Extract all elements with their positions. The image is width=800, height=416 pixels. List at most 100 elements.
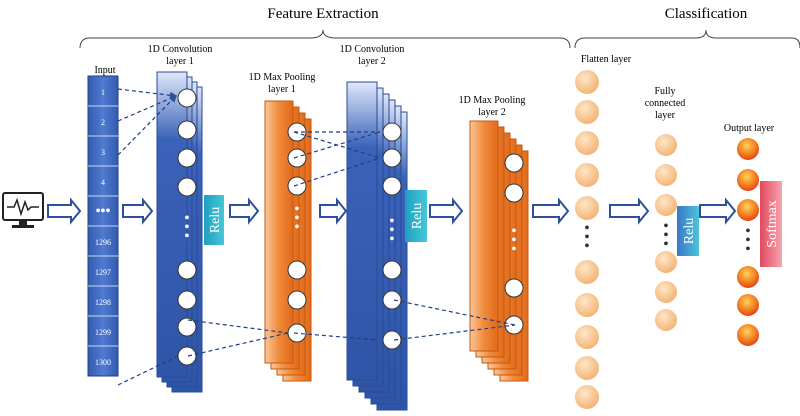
relu1-label: Relu [208, 207, 223, 233]
input-cell: 1300 [95, 358, 111, 367]
output-column: ••• [737, 138, 759, 346]
relu3-label: Relu [682, 218, 697, 244]
flatten-neuron [575, 196, 599, 220]
conv1-label-line2: layer 1 [166, 56, 194, 67]
input-cell: 3 [101, 148, 105, 157]
fc-neuron [655, 251, 677, 273]
pool2-ellipsis: • [512, 224, 517, 239]
flatten-neuron [575, 163, 599, 187]
flatten-neuron [575, 131, 599, 155]
pool2-neuron [504, 153, 524, 173]
conv1-ellipsis: • [185, 229, 190, 244]
softmax-label: Softmax [765, 200, 780, 247]
input-cell: 1299 [95, 328, 111, 337]
pool1-ellipsis: • [295, 220, 300, 235]
conv2-ellipsis: • [390, 232, 395, 247]
conv1-neuron [177, 148, 197, 168]
pool1-label-line1: 1D Max Pooling [249, 72, 316, 83]
output-neuron [737, 169, 759, 191]
input-cell: 1297 [95, 268, 111, 277]
input-cell: 1 [101, 88, 105, 97]
conv1-neuron [177, 346, 197, 366]
input-cell: ••• [96, 204, 111, 219]
conv1-ellipsis: • [185, 220, 190, 235]
connection-line [117, 88, 178, 99]
relu3-box: Relu [677, 206, 699, 256]
pool1-ellipsis: • [295, 211, 300, 226]
connection-line [393, 324, 516, 341]
flatten-label: Flatten layer [581, 54, 632, 65]
pool1-neuron [287, 176, 307, 196]
flatten-column: ••• [575, 70, 599, 409]
fc-neuron [655, 309, 677, 331]
flatten-neuron [575, 70, 599, 94]
classification-title: Classification [665, 6, 748, 22]
conv2-sheet [346, 81, 378, 381]
connection-line [187, 319, 289, 334]
flatten-neuron [575, 385, 599, 409]
flatten-neuron [575, 100, 599, 124]
fc-neuron [655, 194, 677, 216]
feature-extraction-title: Feature Extraction [267, 6, 379, 22]
flatten-neuron [575, 356, 599, 380]
flow-arrow [122, 197, 154, 225]
flow-arrow [429, 197, 464, 225]
pool1-ellipsis: • [295, 202, 300, 217]
fc-neuron [655, 134, 677, 156]
pool2-neuron [504, 183, 524, 203]
conv1-neuron [177, 88, 197, 108]
conv2-neuron [382, 176, 402, 196]
pool1-neuron [287, 260, 307, 280]
fc-column: ••• [655, 134, 677, 331]
input-label: Input [94, 65, 115, 76]
input-column: 1 2 3 4 ••• 1296 1297 1298 1299 1300 [87, 75, 119, 377]
flatten-ellipsis: • [585, 230, 590, 245]
pool1-sheet [264, 100, 294, 364]
flow-arrow [699, 197, 737, 225]
fc-ellipsis: • [664, 228, 669, 243]
conv2-ellipsis: • [390, 214, 395, 229]
output-neuron [737, 266, 759, 288]
monitor-heartbeat-icon [2, 192, 44, 228]
conv1-neuron [177, 317, 197, 337]
input-cell: 4 [101, 178, 105, 187]
conv2-label-line1: 1D Convolution [340, 44, 405, 55]
output-ellipsis: • [746, 233, 751, 248]
pool2-ellipsis: • [512, 242, 517, 257]
flow-arrow [47, 197, 82, 225]
flow-arrow [229, 197, 260, 225]
connection-line [293, 332, 379, 341]
relu1-box: Relu [204, 195, 224, 245]
conv2-label-line2: layer 2 [358, 56, 386, 67]
input-cell: 1296 [95, 238, 111, 247]
softmax-box: Softmax [760, 181, 782, 267]
fc-label-line3: layer [655, 110, 676, 121]
conv1-neuron [177, 120, 197, 140]
output-neuron [737, 199, 759, 221]
pool2-sheet [469, 120, 499, 352]
fc-label-line1: Fully [654, 86, 675, 97]
conv1-ellipsis: • [185, 211, 190, 226]
conv1-label-line1: 1D Convolution [148, 44, 213, 55]
flatten-neuron [575, 325, 599, 349]
conv1-neuron [177, 290, 197, 310]
conv2-neuron [382, 290, 402, 310]
pool2-ellipsis: • [512, 233, 517, 248]
conv1-stack: ••• [156, 71, 203, 393]
input-cell: 1298 [95, 298, 111, 307]
connection-line [293, 131, 381, 159]
pool1-neuron [287, 148, 307, 168]
relu2-box: Relu [405, 190, 427, 242]
flow-arrow [609, 197, 650, 225]
output-neuron [737, 294, 759, 316]
input-cell: 2 [101, 118, 105, 127]
conv2-neuron [382, 122, 402, 142]
connection-line [293, 157, 381, 187]
conv2-neuron [382, 260, 402, 280]
output-label: Output layer [724, 123, 775, 134]
connection-line [117, 95, 178, 122]
fc-ellipsis: • [664, 237, 669, 252]
conv1-neuron [177, 260, 197, 280]
feature-extraction-brace [79, 29, 571, 49]
